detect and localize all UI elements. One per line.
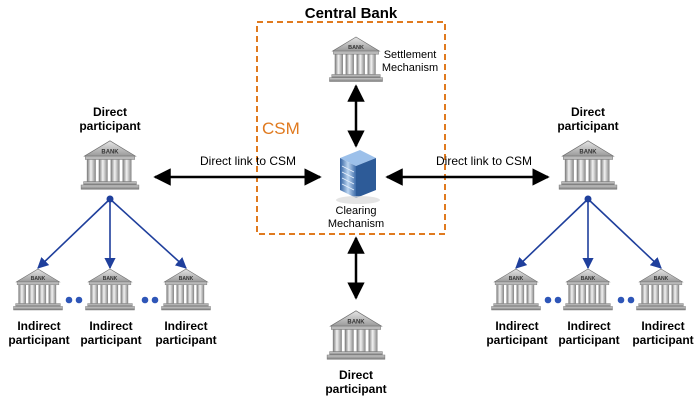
- indirect-bank-icon: BANK: [491, 268, 541, 311]
- svg-text:BANK: BANK: [348, 45, 364, 51]
- indirect-participant-label: Indirect participant: [80, 319, 142, 347]
- svg-text:BANK: BANK: [31, 276, 46, 282]
- indirect-participant-label: Indirect participant: [558, 319, 620, 347]
- direct-link-right-label: Direct link to CSM: [435, 154, 533, 168]
- indirect-participant-label: Indirect participant: [486, 319, 548, 347]
- direct-participant-bottom-label: Direct participant: [325, 368, 387, 396]
- svg-text:BANK: BANK: [347, 320, 365, 326]
- direct-participant-right-label: Direct participant: [557, 105, 619, 133]
- direct-right-bank-icon: BANK: [558, 140, 618, 190]
- indirect-participant-label: Indirect participant: [632, 319, 694, 347]
- settlement-mechanism-label: Settlement Mechanism: [381, 49, 439, 74]
- csm-label: CSM: [262, 119, 300, 138]
- direct-link-left-label: Direct link to CSM: [199, 154, 297, 168]
- direct-left-bank-icon: BANK: [80, 140, 140, 190]
- indirect-bank-icon: BANK: [85, 268, 135, 311]
- csm-boundary: [256, 21, 446, 235]
- direct-participant-left-label: Direct participant: [79, 105, 141, 133]
- left-tree-arrows: [37, 198, 187, 270]
- indirect-bank-icon: BANK: [161, 268, 211, 311]
- svg-text:BANK: BANK: [654, 276, 669, 282]
- indirect-participant-label: Indirect participant: [8, 319, 70, 347]
- svg-text:BANK: BANK: [179, 276, 194, 282]
- indirect-bank-icon: BANK: [636, 268, 686, 311]
- indirect-bank-icon: BANK: [563, 268, 613, 311]
- left-tree-node: [106, 195, 114, 203]
- central-bank-title: Central Bank: [304, 5, 398, 22]
- right-tree-arrows: [515, 198, 662, 270]
- right-tree-node: [584, 195, 592, 203]
- svg-text:BANK: BANK: [581, 276, 596, 282]
- direct-bottom-bank-icon: BANK: [326, 310, 386, 360]
- ellipsis-dots: [65, 296, 635, 304]
- svg-text:BANK: BANK: [509, 276, 524, 282]
- indirect-participant-label: Indirect participant: [155, 319, 217, 347]
- svg-text:BANK: BANK: [579, 150, 597, 156]
- server-building-icon: [336, 150, 380, 204]
- svg-text:BANK: BANK: [103, 276, 118, 282]
- clearing-mechanism-label: Clearing Mechanism: [327, 205, 385, 230]
- settlement-bank-icon: BANK: [329, 36, 383, 82]
- svg-text:BANK: BANK: [101, 150, 119, 156]
- indirect-bank-icon: BANK: [13, 268, 63, 311]
